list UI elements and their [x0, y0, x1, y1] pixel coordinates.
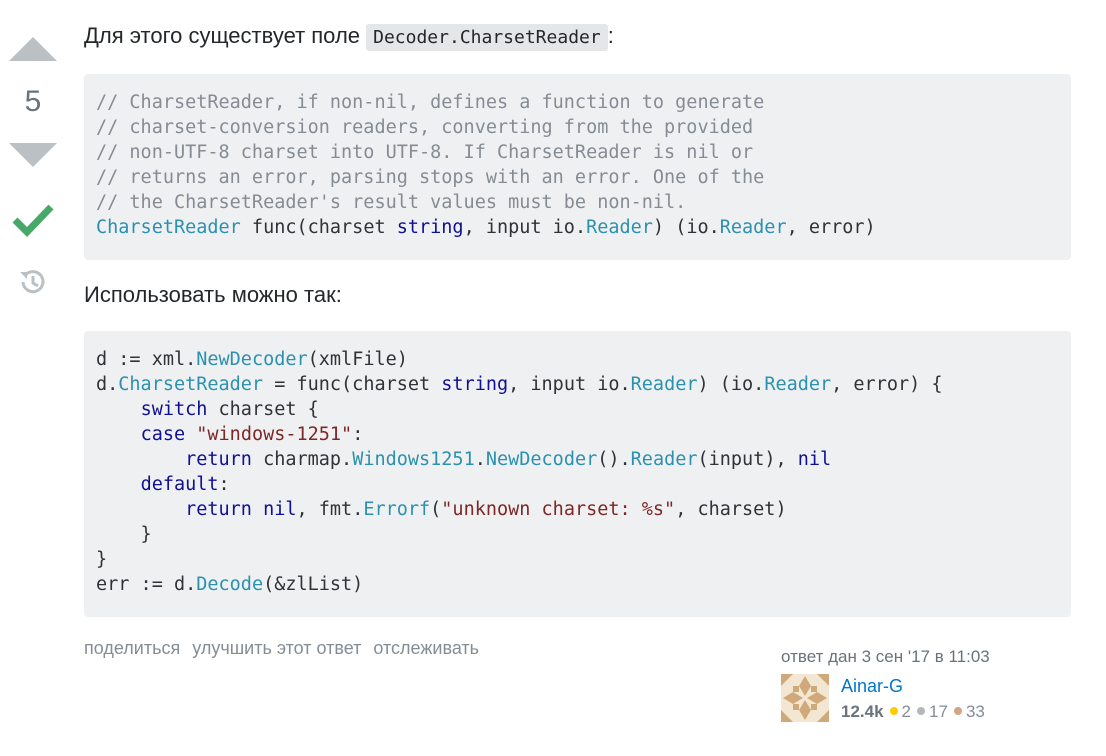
code-token: , charset) — [675, 499, 787, 520]
share-link[interactable]: поделиться — [84, 638, 181, 658]
code-indent — [96, 449, 185, 470]
answer-intro-paragraph: Для этого существует поле Decoder.Charse… — [84, 21, 614, 53]
code-indent — [96, 474, 141, 495]
code-indent — [96, 424, 141, 445]
code-token: (). — [597, 449, 631, 470]
code-token: d. — [96, 374, 119, 395]
code-token: , input io. — [508, 374, 631, 395]
code-token: CharsetReader — [118, 374, 264, 395]
code-block-usage: d := xml.NewDecoder(xmlFile) d.CharsetRe… — [84, 331, 1071, 617]
code-token: "windows-1251" — [196, 424, 353, 445]
vote-count: 5 — [24, 85, 42, 118]
code-token: ) (io. — [652, 217, 720, 238]
code-line: } — [96, 524, 152, 545]
code-token: nil — [797, 449, 832, 470]
bronze-badge-count: 33 — [965, 702, 985, 721]
code-token: Decode — [196, 574, 264, 595]
vote-down-arrow-icon[interactable] — [9, 143, 57, 167]
silver-badge-icon — [917, 707, 926, 715]
code-token: default — [140, 474, 219, 495]
code-token: Reader — [630, 449, 698, 470]
code-token: charmap. — [251, 449, 353, 470]
code-token: d := xml. — [96, 349, 197, 370]
code-token: (xmlFile) — [307, 349, 408, 370]
code-token: switch — [140, 399, 208, 420]
code-token: Reader — [630, 374, 698, 395]
code-line: } — [96, 549, 108, 570]
user-signature: ответ дан 3 сен '17 в 11:03 Ainar-G 12.4… — [781, 646, 1071, 722]
answered-timestamp: ответ дан 3 сен '17 в 11:03 — [781, 647, 990, 666]
code-token: NewDecoder — [196, 349, 308, 370]
code-token: err := d. — [96, 574, 197, 595]
code-token: Reader — [764, 374, 832, 395]
code-token: (input), — [697, 449, 798, 470]
reputation-score: 12.4k — [841, 702, 884, 721]
code-token: charset { — [207, 399, 319, 420]
vote-up-arrow-icon[interactable] — [9, 37, 57, 61]
code-indent — [96, 499, 185, 520]
code-comment-line: // non-UTF-8 charset into UTF-8. If Char… — [96, 142, 754, 163]
code-token — [185, 424, 196, 445]
code-token: "unknown charset: %s" — [441, 499, 676, 520]
code-token — [252, 499, 263, 520]
code-token: , error) — [786, 217, 876, 238]
code-token: string — [396, 217, 464, 238]
code-token: string — [441, 374, 509, 395]
intro-suffix: : — [607, 23, 614, 48]
code-token: . — [474, 449, 486, 470]
code-token: , error) { — [831, 374, 943, 395]
post-menu: поделиться улучшить этот ответ отслеживать — [84, 638, 491, 659]
code-token: nil — [263, 499, 297, 520]
avatar[interactable] — [781, 674, 829, 722]
code-token: return — [185, 449, 252, 470]
code-token: Reader — [719, 217, 787, 238]
intro-text: Для этого существует поле — [84, 23, 367, 48]
code-token: CharsetReader — [96, 217, 241, 238]
bronze-badge-icon — [953, 707, 962, 715]
code-token: Errorf — [363, 499, 431, 520]
code-token: : — [352, 424, 364, 445]
accepted-checkmark-icon — [12, 204, 54, 238]
usage-paragraph: Использовать можно так: — [84, 282, 342, 307]
code-comment-line: // the CharsetReader's result values mus… — [96, 192, 687, 213]
code-token: (&zlList) — [263, 574, 364, 595]
code-token: , fmt. — [296, 499, 364, 520]
inline-code-charset-reader: Decoder.CharsetReader — [366, 24, 608, 51]
code-token: case — [140, 424, 186, 445]
code-comment-line: // charset-conversion readers, convertin… — [96, 117, 754, 138]
code-token: : — [218, 474, 230, 495]
code-token: return — [185, 499, 252, 520]
code-token: func(charset — [240, 217, 397, 238]
code-token: ) (io. — [697, 374, 765, 395]
history-icon[interactable] — [16, 266, 48, 298]
code-token: , input io. — [463, 217, 587, 238]
code-token: = func(charset — [263, 374, 442, 395]
user-stats: 12.4k 2 17 33 — [841, 702, 991, 722]
code-token: Windows1251 — [352, 449, 475, 470]
code-comment-line: // CharsetReader, if non-nil, defines a … — [96, 92, 765, 113]
improve-answer-link[interactable]: улучшить этот ответ — [192, 638, 362, 658]
follow-link[interactable]: отслеживать — [373, 638, 480, 658]
code-token: Reader — [586, 217, 653, 238]
silver-badge-count: 17 — [929, 702, 948, 721]
code-comment-line: // returns an error, parsing stops with … — [96, 167, 765, 188]
code-indent — [96, 399, 141, 420]
gold-badge-count: 2 — [901, 702, 912, 721]
gold-badge-icon — [889, 707, 898, 715]
code-token: ( — [430, 499, 442, 520]
code-block-struct-field: // CharsetReader, if non-nil, defines a … — [84, 74, 1071, 260]
code-token: NewDecoder — [485, 449, 598, 470]
user-name-link[interactable]: Ainar-G — [841, 676, 904, 696]
